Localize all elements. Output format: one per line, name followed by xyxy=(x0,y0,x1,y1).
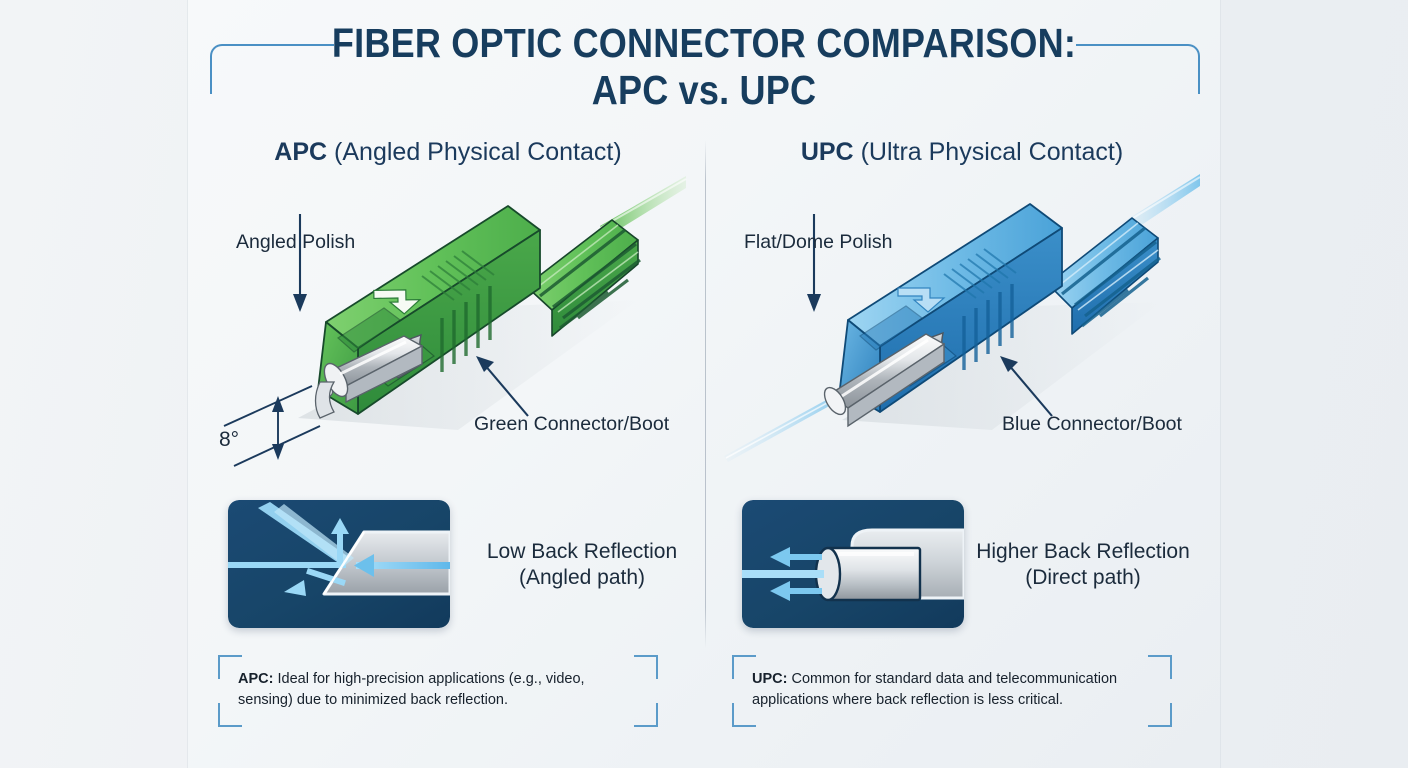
upc-footnote: UPC: Common for standard data and teleco… xyxy=(732,655,1172,727)
title-bracket-right-icon xyxy=(1076,44,1200,94)
apc-boot-callout xyxy=(476,356,529,417)
apc-reflection-caption-line2: (Angled path) xyxy=(518,566,646,590)
column-header-upc-expansion: (Ultra Physical Contact) xyxy=(860,138,1124,166)
upc-reflection-caption: Higher Back Reflection (Direct path) xyxy=(958,539,1208,592)
apc-footnote-bracket-tr-icon xyxy=(634,655,658,679)
column-header-upc-abbr: UPC xyxy=(800,138,854,166)
upc-footnote-body: Common for standard data and telecommuni… xyxy=(752,671,1118,709)
column-header-apc-abbr: APC xyxy=(274,138,328,166)
upc-ferrule xyxy=(823,331,946,428)
column-header-apc: APC (Angled Physical Contact) xyxy=(198,138,698,167)
title-bracket-left-icon xyxy=(210,44,334,94)
apc-angle-label: 8° xyxy=(219,428,240,451)
upc-reflection-caption-line2: (Direct path) xyxy=(1025,566,1141,590)
upc-back-reflection-arrows xyxy=(770,547,822,601)
apc-fiber-cable xyxy=(599,176,687,238)
apc-boot xyxy=(525,219,641,337)
upc-boot xyxy=(1047,217,1161,335)
upc-flat-dome-polish-label: Flat/Dome Polish xyxy=(744,231,893,253)
apc-angle-dimension xyxy=(223,385,321,467)
apc-reflection-caption: Low Back Reflection (Angled path) xyxy=(462,539,702,592)
upc-reflection-diagram xyxy=(742,500,964,628)
upc-reflection-caption-line1: Higher Back Reflection xyxy=(976,540,1190,563)
apc-reflection-caption-line1: Low Back Reflection xyxy=(486,540,678,563)
upc-footnote-label: UPC: xyxy=(752,671,788,687)
apc-footnote-text: APC: Ideal for high-precision applicatio… xyxy=(238,669,642,711)
upc-footnote-text: UPC: Common for standard data and teleco… xyxy=(752,669,1156,711)
apc-direction-arrow-icon xyxy=(373,289,422,315)
column-divider xyxy=(705,140,706,648)
apc-angled-polish-callout xyxy=(293,214,307,312)
apc-reflected-rays xyxy=(258,502,354,596)
upc-flat-dome-polish-callout xyxy=(807,214,821,312)
upc-footnote-bracket-tr-icon xyxy=(1148,655,1172,679)
apc-footnote-bracket-tl-icon xyxy=(218,655,242,679)
upc-footnote-bracket-bl-icon xyxy=(732,703,756,727)
upc-fiber-cable-out xyxy=(1119,174,1201,236)
upc-shadow xyxy=(842,302,1162,430)
page-title-line2: APC vs. UPC xyxy=(591,67,817,114)
upc-direction-arrow-icon xyxy=(897,287,946,313)
upc-connector-illustration xyxy=(724,174,1201,462)
apc-footnote-label: APC: xyxy=(238,671,274,687)
apc-reflection-diagram xyxy=(228,500,450,628)
column-header-upc: UPC (Ultra Physical Contact) xyxy=(712,138,1212,167)
upc-footnote-bracket-br-icon xyxy=(1148,703,1172,727)
upc-boot-callout xyxy=(1000,356,1053,417)
apc-footnote-bracket-br-icon xyxy=(634,703,658,727)
apc-footnote-bracket-bl-icon xyxy=(218,703,242,727)
apc-footnote: APC: Ideal for high-precision applicatio… xyxy=(218,655,658,727)
column-header-apc-expansion: (Angled Physical Contact) xyxy=(334,138,622,166)
apc-incoming-beam xyxy=(354,554,450,577)
apc-angled-polish-label: Angled Polish xyxy=(236,231,356,253)
apc-footnote-body: Ideal for high-precision applications (e… xyxy=(238,671,585,709)
page-title: FIBER OPTIC CONNECTOR COMPARISON: APC vs… xyxy=(188,20,1220,114)
upc-boot-label: Blue Connector/Boot xyxy=(1002,413,1182,435)
apc-connector-illustration xyxy=(223,176,687,467)
upc-incoming-beam xyxy=(742,570,824,578)
upc-footnote-bracket-tl-icon xyxy=(732,655,756,679)
apc-ferrule xyxy=(314,333,424,419)
apc-boot-label: Green Connector/Boot xyxy=(474,413,670,435)
page-title-line1: FIBER OPTIC CONNECTOR COMPARISON: xyxy=(331,20,1077,66)
apc-beam-horizontal xyxy=(228,562,346,568)
